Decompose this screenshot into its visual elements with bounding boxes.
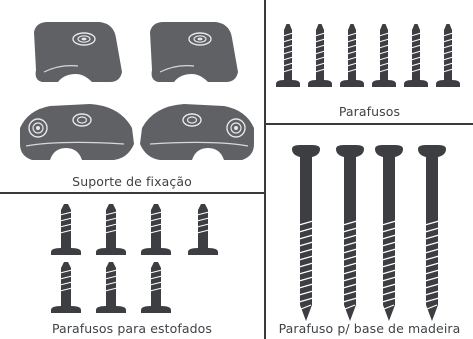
divider-left-horizontal — [0, 192, 265, 194]
mounting-brackets-illustration — [19, 21, 255, 161]
wood-screw-3 — [374, 144, 404, 322]
upholstery-screw-2 — [95, 203, 127, 256]
wood-screw-4 — [417, 144, 447, 322]
upholstery-screw-3 — [140, 203, 172, 256]
upholstery-screws-panel: Parafusos para estofados — [0, 194, 264, 339]
upholstery-screw-4 — [187, 203, 219, 256]
upholstery-screw-5 — [50, 261, 82, 314]
upholstery-screw-1 — [50, 203, 82, 256]
bracket-bottom-right — [139, 103, 255, 161]
wood-screw-2 — [335, 144, 365, 322]
upholstery-screws-illustration — [50, 203, 219, 314]
wood-base-screws-panel: Parafuso p/ base de madeira — [266, 125, 473, 339]
divider-right-horizontal — [265, 123, 473, 125]
screw-3 — [339, 23, 365, 88]
mounting-bracket-label: Suporte de fixação — [72, 174, 192, 189]
screw-2 — [307, 23, 333, 88]
screw-5 — [403, 23, 429, 88]
bracket-top-right — [149, 21, 239, 83]
screws-label: Parafusos — [338, 104, 401, 119]
screws-panel: Parafusos — [266, 0, 473, 123]
upholstery-screw-6 — [95, 261, 127, 314]
upholstery-screw-7 — [140, 261, 172, 314]
divider-vertical — [264, 0, 266, 339]
screw-4 — [371, 23, 397, 88]
bracket-top-left — [33, 21, 123, 83]
mounting-bracket-panel: Suporte de fixação — [0, 0, 264, 192]
upholstery-screws-label: Parafusos para estofados — [51, 321, 213, 336]
wood-screws-illustration — [291, 144, 447, 322]
screw-1 — [275, 23, 301, 88]
bracket-bottom-left — [19, 103, 135, 161]
screw-6 — [435, 23, 461, 88]
wood-base-screws-label: Parafuso p/ base de madeira — [278, 321, 461, 336]
wood-screw-1 — [291, 144, 321, 322]
